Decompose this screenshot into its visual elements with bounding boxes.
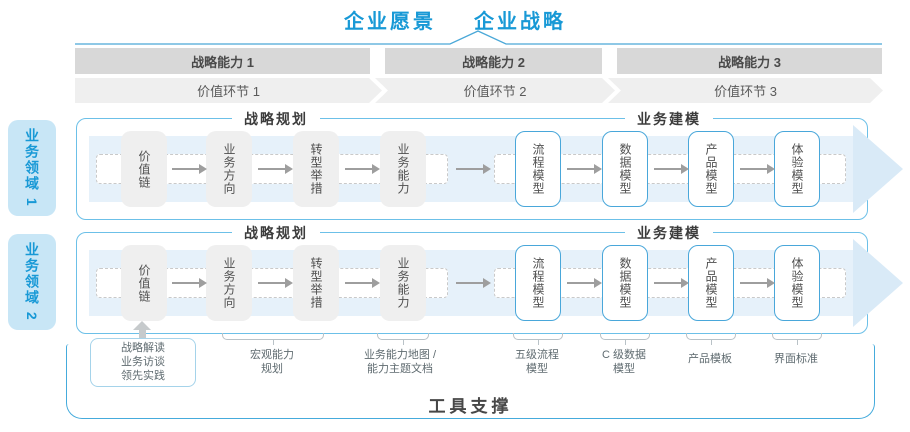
strategic-planning-header: 战略规划 xyxy=(232,223,320,243)
label-level5-process-model: 五级流程 模型 xyxy=(515,349,559,376)
flow-arrow-icon xyxy=(654,164,689,174)
flow-arrow-icon xyxy=(740,164,775,174)
node-data-model: 数据模型 xyxy=(602,131,648,207)
business-modeling-header: 业务建模 xyxy=(625,223,713,243)
node-data-model: 数据模型 xyxy=(602,245,648,321)
node-product-model: 产品模型 xyxy=(688,245,734,321)
label-c-level-data-model: C 级数据 模型 xyxy=(602,349,646,376)
vision-title: 企业愿景 xyxy=(344,11,436,33)
flow-arrow-icon xyxy=(456,164,491,174)
value-chain-segment-3: 价值环节 3 xyxy=(608,78,883,103)
brace-icon xyxy=(513,333,563,345)
apex-line-icon xyxy=(75,30,882,45)
flow-arrow-icon xyxy=(172,164,207,174)
flow-arrow-icon xyxy=(740,278,775,288)
node-value-chain: 价值链 xyxy=(121,245,167,321)
node-transformation-initiatives: 转型举措 xyxy=(293,245,339,321)
business-modeling-header: 业务建模 xyxy=(625,109,713,129)
strategic-capability-bar-3: 战略能力 3 xyxy=(617,48,882,74)
node-transformation-initiatives: 转型举措 xyxy=(293,131,339,207)
practice-inputs-box: 战略解读 业务访谈 领先实践 xyxy=(90,338,196,388)
node-business-direction: 业务方向 xyxy=(206,245,252,321)
flow-arrow-icon xyxy=(345,164,380,174)
node-business-capability: 业务能力 xyxy=(380,131,426,207)
node-value-chain: 价值链 xyxy=(121,131,167,207)
node-business-direction: 业务方向 xyxy=(206,131,252,207)
up-arrow-icon xyxy=(133,321,151,342)
strategy-title: 企业战略 xyxy=(474,11,566,33)
band-arrowhead-icon xyxy=(853,125,903,213)
node-process-model: 流程模型 xyxy=(515,131,561,207)
node-business-capability: 业务能力 xyxy=(380,245,426,321)
flow-arrow-icon xyxy=(456,278,491,288)
brace-icon xyxy=(600,333,650,345)
flow-arrow-icon xyxy=(654,278,689,288)
node-experience-model: 体验模型 xyxy=(774,245,820,321)
brace-icon xyxy=(772,333,822,345)
node-product-model: 产品模型 xyxy=(688,131,734,207)
label-capability-map-docs: 业务能力地图 / 能力主题文档 xyxy=(363,349,437,376)
diagram-title: 企业愿景 企业战略 xyxy=(0,5,910,34)
value-chain-segment-1: 价值环节 1 xyxy=(75,78,382,103)
band-arrowhead-icon xyxy=(853,239,903,327)
strategic-capability-bar-1: 战略能力 1 xyxy=(75,48,370,74)
label-ui-standard: 界面标准 xyxy=(774,353,818,365)
flow-arrow-icon xyxy=(172,278,207,288)
strategic-planning-header: 战略规划 xyxy=(232,109,320,129)
value-chain-segment-2: 价值环节 2 xyxy=(375,78,615,103)
flow-arrow-icon xyxy=(258,164,293,174)
node-process-model: 流程模型 xyxy=(515,245,561,321)
business-domain-label-2: 业务领域 2 xyxy=(8,234,56,330)
brace-icon xyxy=(222,333,324,345)
domain-row-1: 战略规划 业务建模 价值链 业务方向 转型举措 业务能力 流程模型 数据模型 产… xyxy=(76,109,903,220)
flow-arrow-icon xyxy=(345,278,380,288)
flow-arrow-icon xyxy=(258,278,293,288)
node-experience-model: 体验模型 xyxy=(774,131,820,207)
tool-support-title: 工具支撑 xyxy=(428,397,513,416)
flow-arrow-icon xyxy=(567,278,602,288)
label-product-template: 产品模板 xyxy=(688,353,732,365)
business-domain-label-1: 业务领域 1 xyxy=(8,120,56,216)
brace-icon xyxy=(686,333,736,345)
label-macro-capability-planning: 宏观能力 规划 xyxy=(250,349,294,376)
brace-icon xyxy=(377,333,429,345)
tool-support-container xyxy=(66,344,875,419)
flow-arrow-icon xyxy=(567,164,602,174)
domain-row-2: 战略规划 业务建模 价值链 业务方向 转型举措 业务能力 流程模型 数据模型 产… xyxy=(76,223,903,334)
strategic-capability-bar-2: 战略能力 2 xyxy=(385,48,602,74)
